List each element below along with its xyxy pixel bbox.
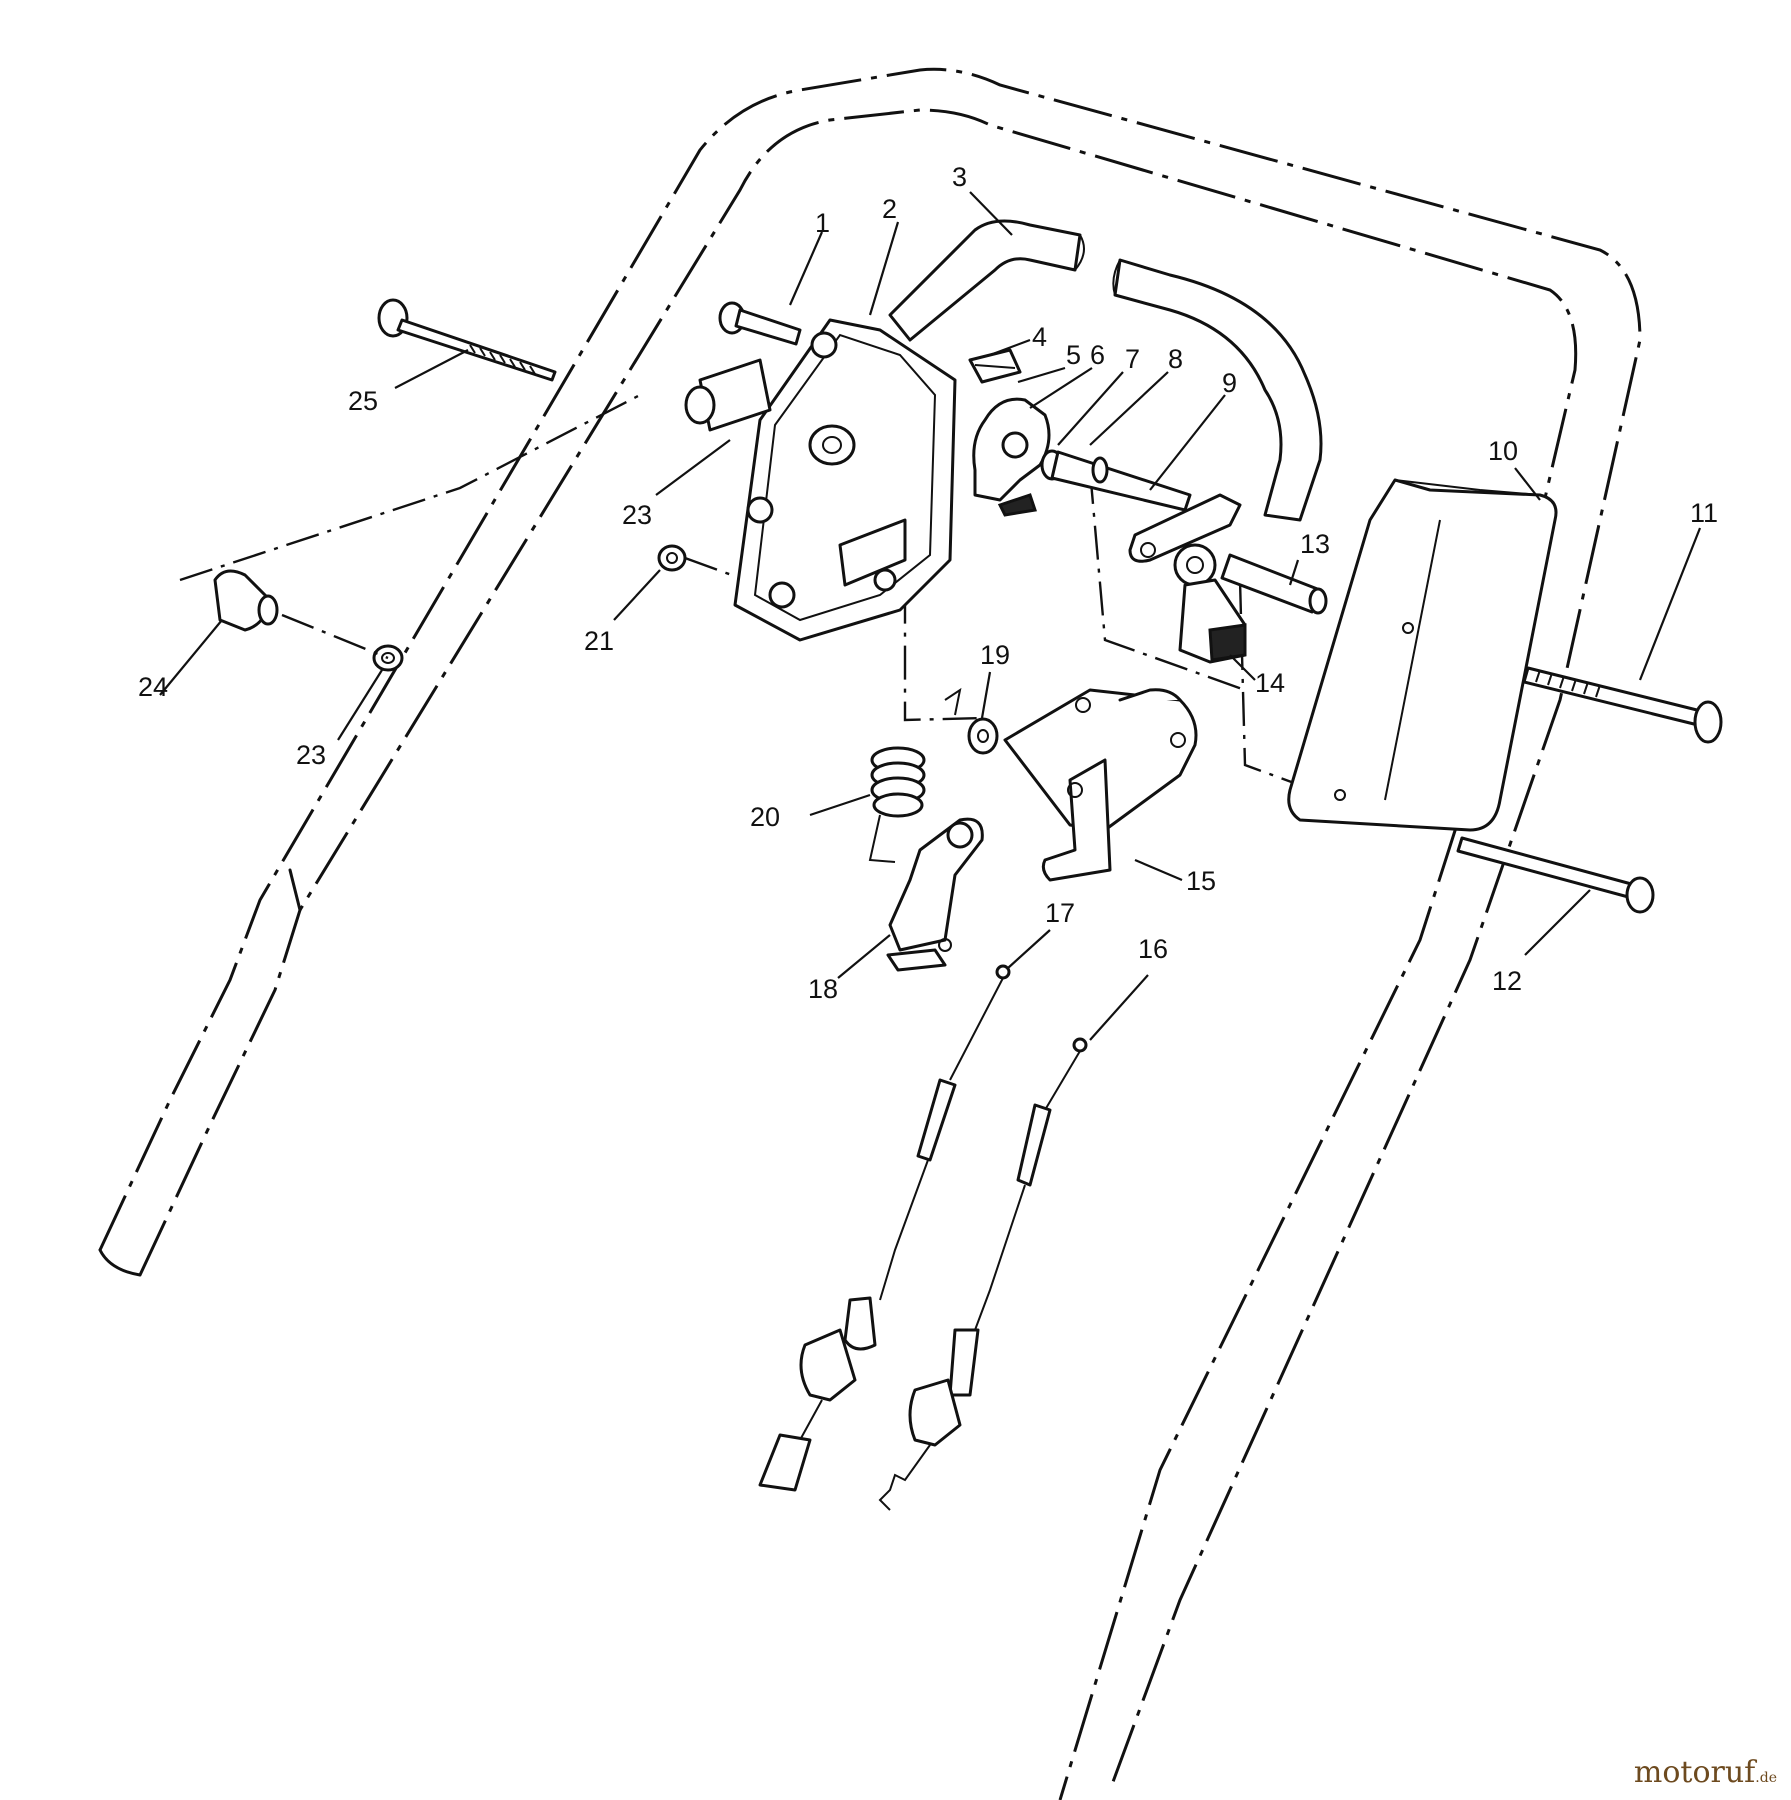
callout-3: 3 [952, 162, 967, 192]
callout-14: 14 [1255, 668, 1285, 698]
watermark-logo: motoruf.de [1634, 1755, 1777, 1790]
callout-1: 1 [815, 208, 830, 238]
watermark-brand: motoruf [1633, 1755, 1756, 1790]
bolt-25 [377, 298, 557, 382]
callout-12: 12 [1492, 966, 1522, 996]
callout-20: 20 [750, 802, 780, 832]
link-9 [1128, 493, 1242, 563]
washer-19 [967, 717, 999, 755]
callout-2: 2 [882, 194, 897, 224]
callout-11: 11 [1690, 498, 1718, 528]
callout-21: 21 [584, 626, 614, 656]
lever-14 [1173, 543, 1247, 664]
callout-23-lower: 23 [296, 740, 326, 770]
bracket-15 [1003, 688, 1198, 882]
callout-17: 17 [1045, 898, 1075, 928]
housing-2 [684, 318, 957, 642]
bolt-12 [1456, 836, 1655, 914]
callout-4: 4 [1032, 322, 1047, 352]
handle-frame [98, 67, 1642, 1800]
callout-7: 7 [1125, 344, 1140, 374]
callout-5: 5 [1066, 340, 1081, 370]
callout-labels: 1 2 3 4 5 6 7 8 9 10 11 12 13 14 15 16 1… [138, 162, 1718, 1004]
pin-13 [1220, 553, 1328, 615]
cable-17 [758, 964, 1011, 1492]
callout-15: 15 [1186, 866, 1216, 896]
watermark-tld: .de [1755, 1770, 1777, 1786]
callout-6: 6 [1090, 340, 1105, 370]
screw-1 [718, 301, 802, 346]
callout-19: 19 [980, 640, 1010, 670]
lever-18 [886, 817, 984, 972]
callout-23-upper: 23 [622, 500, 652, 530]
washer-4 [968, 348, 1022, 384]
spring-20 [868, 687, 962, 863]
callout-24: 24 [138, 672, 168, 702]
callout-13: 13 [1300, 529, 1330, 559]
leader-lines [159, 191, 1702, 1041]
callout-16: 16 [1138, 934, 1168, 964]
callout-18: 18 [808, 974, 838, 1004]
fitting-24 [213, 569, 279, 632]
callout-8: 8 [1168, 344, 1183, 374]
bail-3 [888, 219, 1323, 522]
callout-9: 9 [1222, 368, 1237, 398]
cable-16 [878, 1037, 1088, 1511]
callout-25: 25 [348, 386, 378, 416]
cam-6 [972, 397, 1051, 517]
cover-10 [1287, 478, 1558, 832]
nut-21 [657, 544, 687, 572]
bolt-11 [1522, 666, 1723, 744]
shaft-8 [1050, 450, 1192, 512]
callout-10: 10 [1488, 436, 1518, 466]
